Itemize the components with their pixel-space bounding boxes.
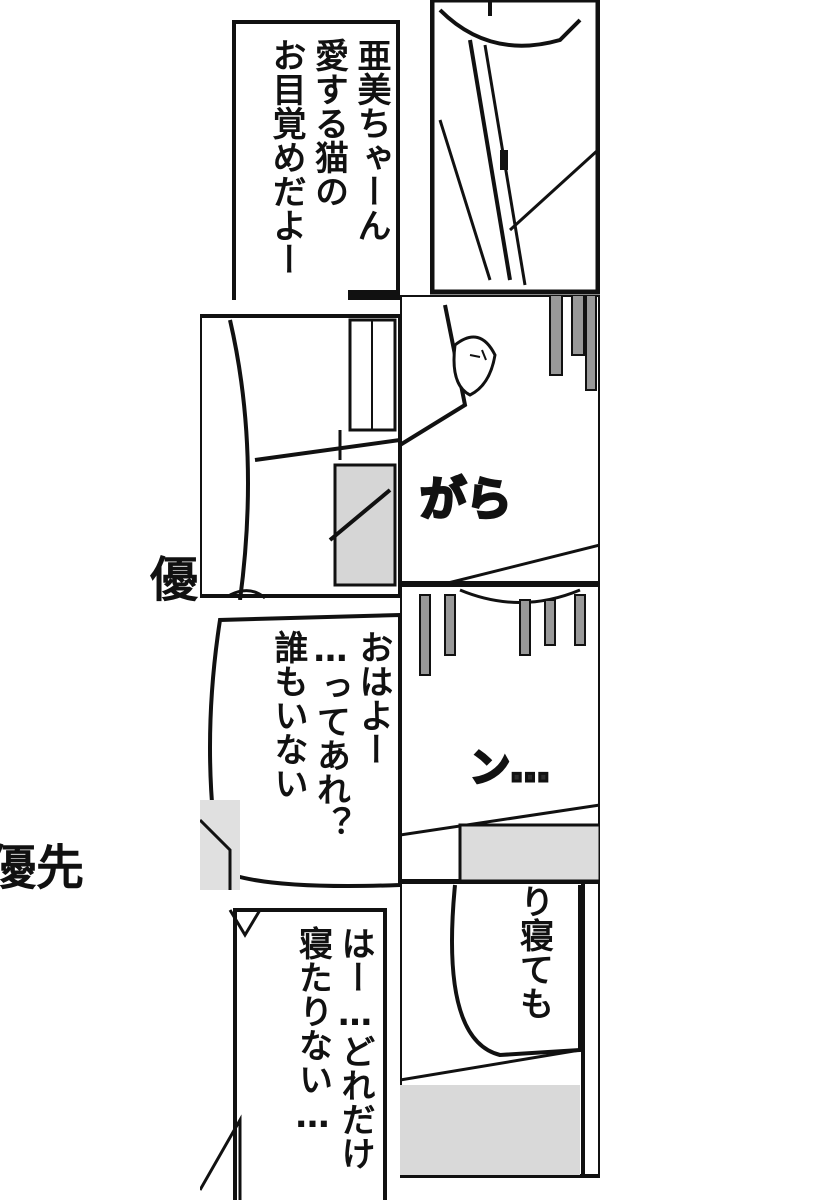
panel-8-line-1: り寝ても bbox=[513, 884, 554, 1020]
panel-7-line-1: はー…どれだけ bbox=[335, 926, 375, 1170]
panel-1-line-1: 亜美ちゃーん bbox=[351, 38, 391, 242]
panel-8-speech: り寝ても bbox=[400, 880, 600, 1180]
sfx-n-dots: ン… bbox=[469, 744, 552, 793]
cat-peek-drawing bbox=[400, 295, 600, 585]
speech-bubble-frame bbox=[200, 610, 400, 890]
sfx-gara: がら bbox=[419, 471, 514, 528]
kitchen-drawing bbox=[200, 314, 400, 600]
panel-5-line-2: …ってあれ？ bbox=[310, 630, 351, 840]
panel-7-line-2: 寝たりない… bbox=[292, 926, 333, 1136]
margin-fragment-top: 優 bbox=[150, 552, 199, 608]
panel-7-dialogue: はー…どれだけ 寝たりない… bbox=[291, 926, 376, 1170]
panel-8-dialogue: り寝ても bbox=[512, 884, 555, 1020]
door-and-ear-drawing bbox=[430, 0, 600, 295]
panel-6-table: ン… bbox=[400, 585, 600, 885]
panel-5-line-1: おはよー bbox=[353, 630, 393, 766]
panel-1-line-3: お目覚めだよー bbox=[266, 38, 306, 276]
panel-3-kitchen bbox=[200, 300, 400, 600]
panel-5-line-3: 誰もいない bbox=[268, 630, 308, 800]
panel-1-line-2: 愛する猫の bbox=[308, 38, 349, 208]
panel-5-speech: おはよー …ってあれ？ 誰もいない bbox=[200, 600, 400, 890]
caption-box-frame bbox=[232, 20, 400, 300]
panel-1-caption-box: 亜美ちゃーん 愛する猫の お目覚めだよー bbox=[230, 0, 400, 300]
panel-4-cat-peek: がら bbox=[400, 295, 600, 585]
margin-fragment-bottom: 優先 bbox=[0, 840, 85, 896]
panel-7-caption-box: はー…どれだけ 寝たりない… bbox=[200, 890, 400, 1200]
caption-box-frame-2 bbox=[200, 908, 387, 1200]
panel-1-dialogue: 亜美ちゃーん 愛する猫の お目覚めだよー bbox=[265, 38, 393, 276]
panel-5-dialogue: おはよー …ってあれ？ 誰もいない bbox=[267, 630, 395, 840]
speech-bubble-frame-2 bbox=[400, 880, 600, 1178]
panel-2-art bbox=[430, 0, 600, 300]
